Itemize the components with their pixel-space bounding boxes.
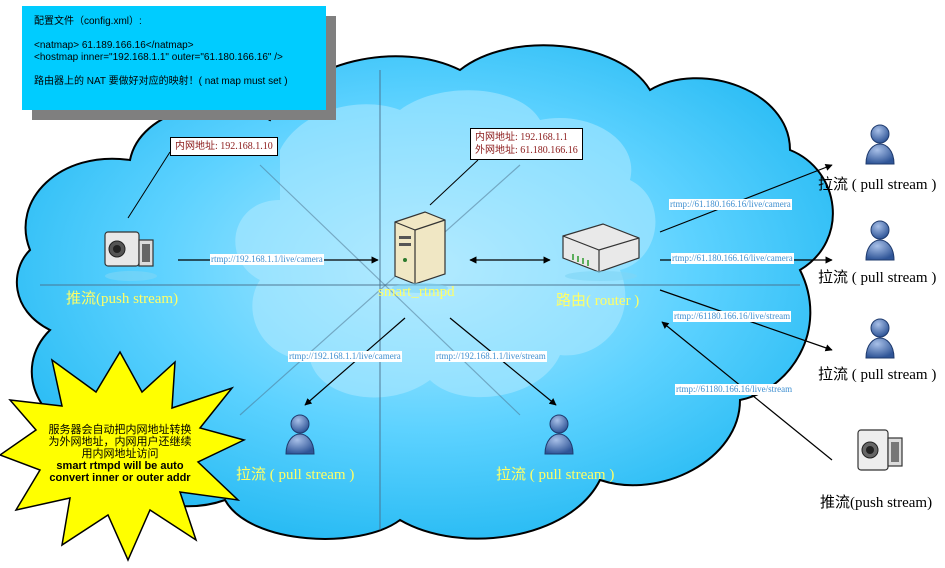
push-inner-ip-box: 内网地址: 192.168.1.10 [170, 137, 278, 156]
push-left-label: 推流(push stream) [66, 291, 179, 307]
user-icon-inner-left [285, 414, 315, 455]
starburst-cn-line3: 用内网地址访问 [81, 448, 159, 460]
config-note: 路由器上的 NAT 要做好对应的映射！( nat map must set ) [34, 76, 288, 87]
callout-line-server [429, 159, 479, 206]
camcorder-icon [104, 231, 157, 281]
url-outer-camera-1: rtmp://61.180.166.16/live/camera [669, 199, 792, 210]
push-right-label: 推流(push stream) [820, 495, 933, 511]
url-outer-stream: rtmp://61180.166.16/live/stream [673, 311, 792, 322]
url-inner-camera: rtmp://192.168.1.1/live/camera [288, 351, 402, 362]
callout-line-push [127, 151, 171, 219]
config-title: 配置文件（config.xml）: [34, 16, 142, 27]
url-push-camera: rtmp://192.168.1.1/live/camera [210, 254, 324, 265]
pull-outer-1-label: 拉流 ( pull stream ) [818, 177, 937, 193]
router-icon [562, 223, 640, 281]
server-ip-box: 内网地址: 192.168.1.1 外网地址: 61.180.166.16 [470, 128, 583, 160]
config-natmap: <natmap> 61.189.166.16</natmap> [34, 40, 194, 51]
pull-outer-2-label: 拉流 ( pull stream ) [818, 270, 937, 286]
starburst-cn-line1: 服务器会自动把内网地址转换 [48, 424, 192, 436]
user-icon-outer-3 [865, 318, 895, 359]
push-inner-ip: 内网地址: 192.168.1.10 [175, 141, 273, 152]
server-label: smart_rtmpd [378, 284, 455, 300]
starburst-en-line1: smart rtmpd will be auto [56, 460, 184, 472]
camcorder-icon-right [857, 429, 903, 471]
user-icon-inner-right [544, 414, 574, 455]
user-icon-outer-2 [865, 220, 895, 261]
url-outer-push-stream: rtmp://61180.166.16/live/stream [675, 384, 794, 395]
starburst-text: 服务器会自动把内网地址转换 为外网地址，内网用户还继续 用内网地址访问 smar… [20, 424, 220, 484]
starburst-en-line2: convert inner or outer addr [49, 472, 191, 484]
url-inner-stream: rtmp://192.168.1.1/live/stream [435, 351, 547, 362]
url-outer-camera-2: rtmp://61.180.166.16/live/camera [671, 253, 794, 264]
config-hostmap: <hostmap inner="192.168.1.1" outer="61.1… [34, 52, 283, 63]
router-label: 路由( router ) [556, 293, 640, 309]
pull-inner-right-label: 拉流 ( pull stream ) [496, 467, 615, 483]
server-outer-ip: 外网地址: 61.180.166.16 [475, 145, 578, 156]
pull-outer-3-label: 拉流 ( pull stream ) [818, 367, 937, 383]
server-icon [392, 211, 448, 293]
user-icon-outer-1 [865, 124, 895, 165]
pull-inner-left-label: 拉流 ( pull stream ) [236, 467, 355, 483]
config-note-box: 配置文件（config.xml）: <natmap> 61.189.166.16… [22, 6, 326, 110]
server-inner-ip: 内网地址: 192.168.1.1 [475, 132, 568, 143]
starburst-cn-line2: 为外网地址，内网用户还继续 [48, 436, 192, 448]
starburst-callout [0, 350, 247, 562]
